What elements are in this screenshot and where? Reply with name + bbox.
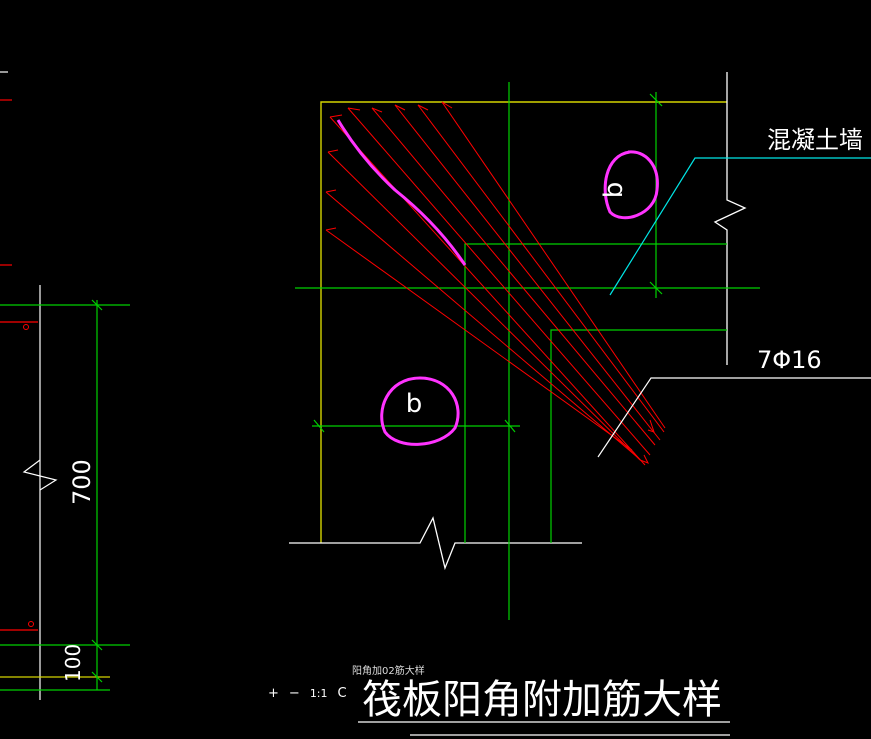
rotate-button[interactable]: C: [337, 685, 347, 701]
drawing-title: 筏板阳角附加筋大样: [362, 677, 722, 723]
left-section: 700 100: [0, 71, 130, 700]
wall-label-leader: [609, 157, 871, 296]
reinforcement-grid: [295, 82, 760, 620]
rebar-label: 7Φ16: [757, 346, 822, 374]
wall-label: 混凝土墙: [767, 126, 863, 154]
viewer-caption: 阳角加02筋大样: [352, 666, 425, 677]
rebar-label-leader: [597, 377, 871, 458]
viewer-toolbar: + − 1:1 C: [268, 680, 347, 706]
dimension-b-bottom: b: [406, 389, 423, 419]
zoom-out-button[interactable]: −: [288, 685, 300, 701]
dimension-100-label: 100: [61, 644, 85, 682]
raft-outline: [320, 101, 727, 543]
wall-break-lines: [289, 72, 747, 571]
dimension-b-top: b: [599, 182, 629, 199]
actual-size-button[interactable]: 1:1: [309, 686, 328, 700]
handwritten-marks: [336, 119, 659, 446]
zoom-in-button[interactable]: +: [268, 685, 279, 701]
corner-rebars: [325, 101, 666, 466]
dimension-700-label: 700: [68, 459, 96, 505]
